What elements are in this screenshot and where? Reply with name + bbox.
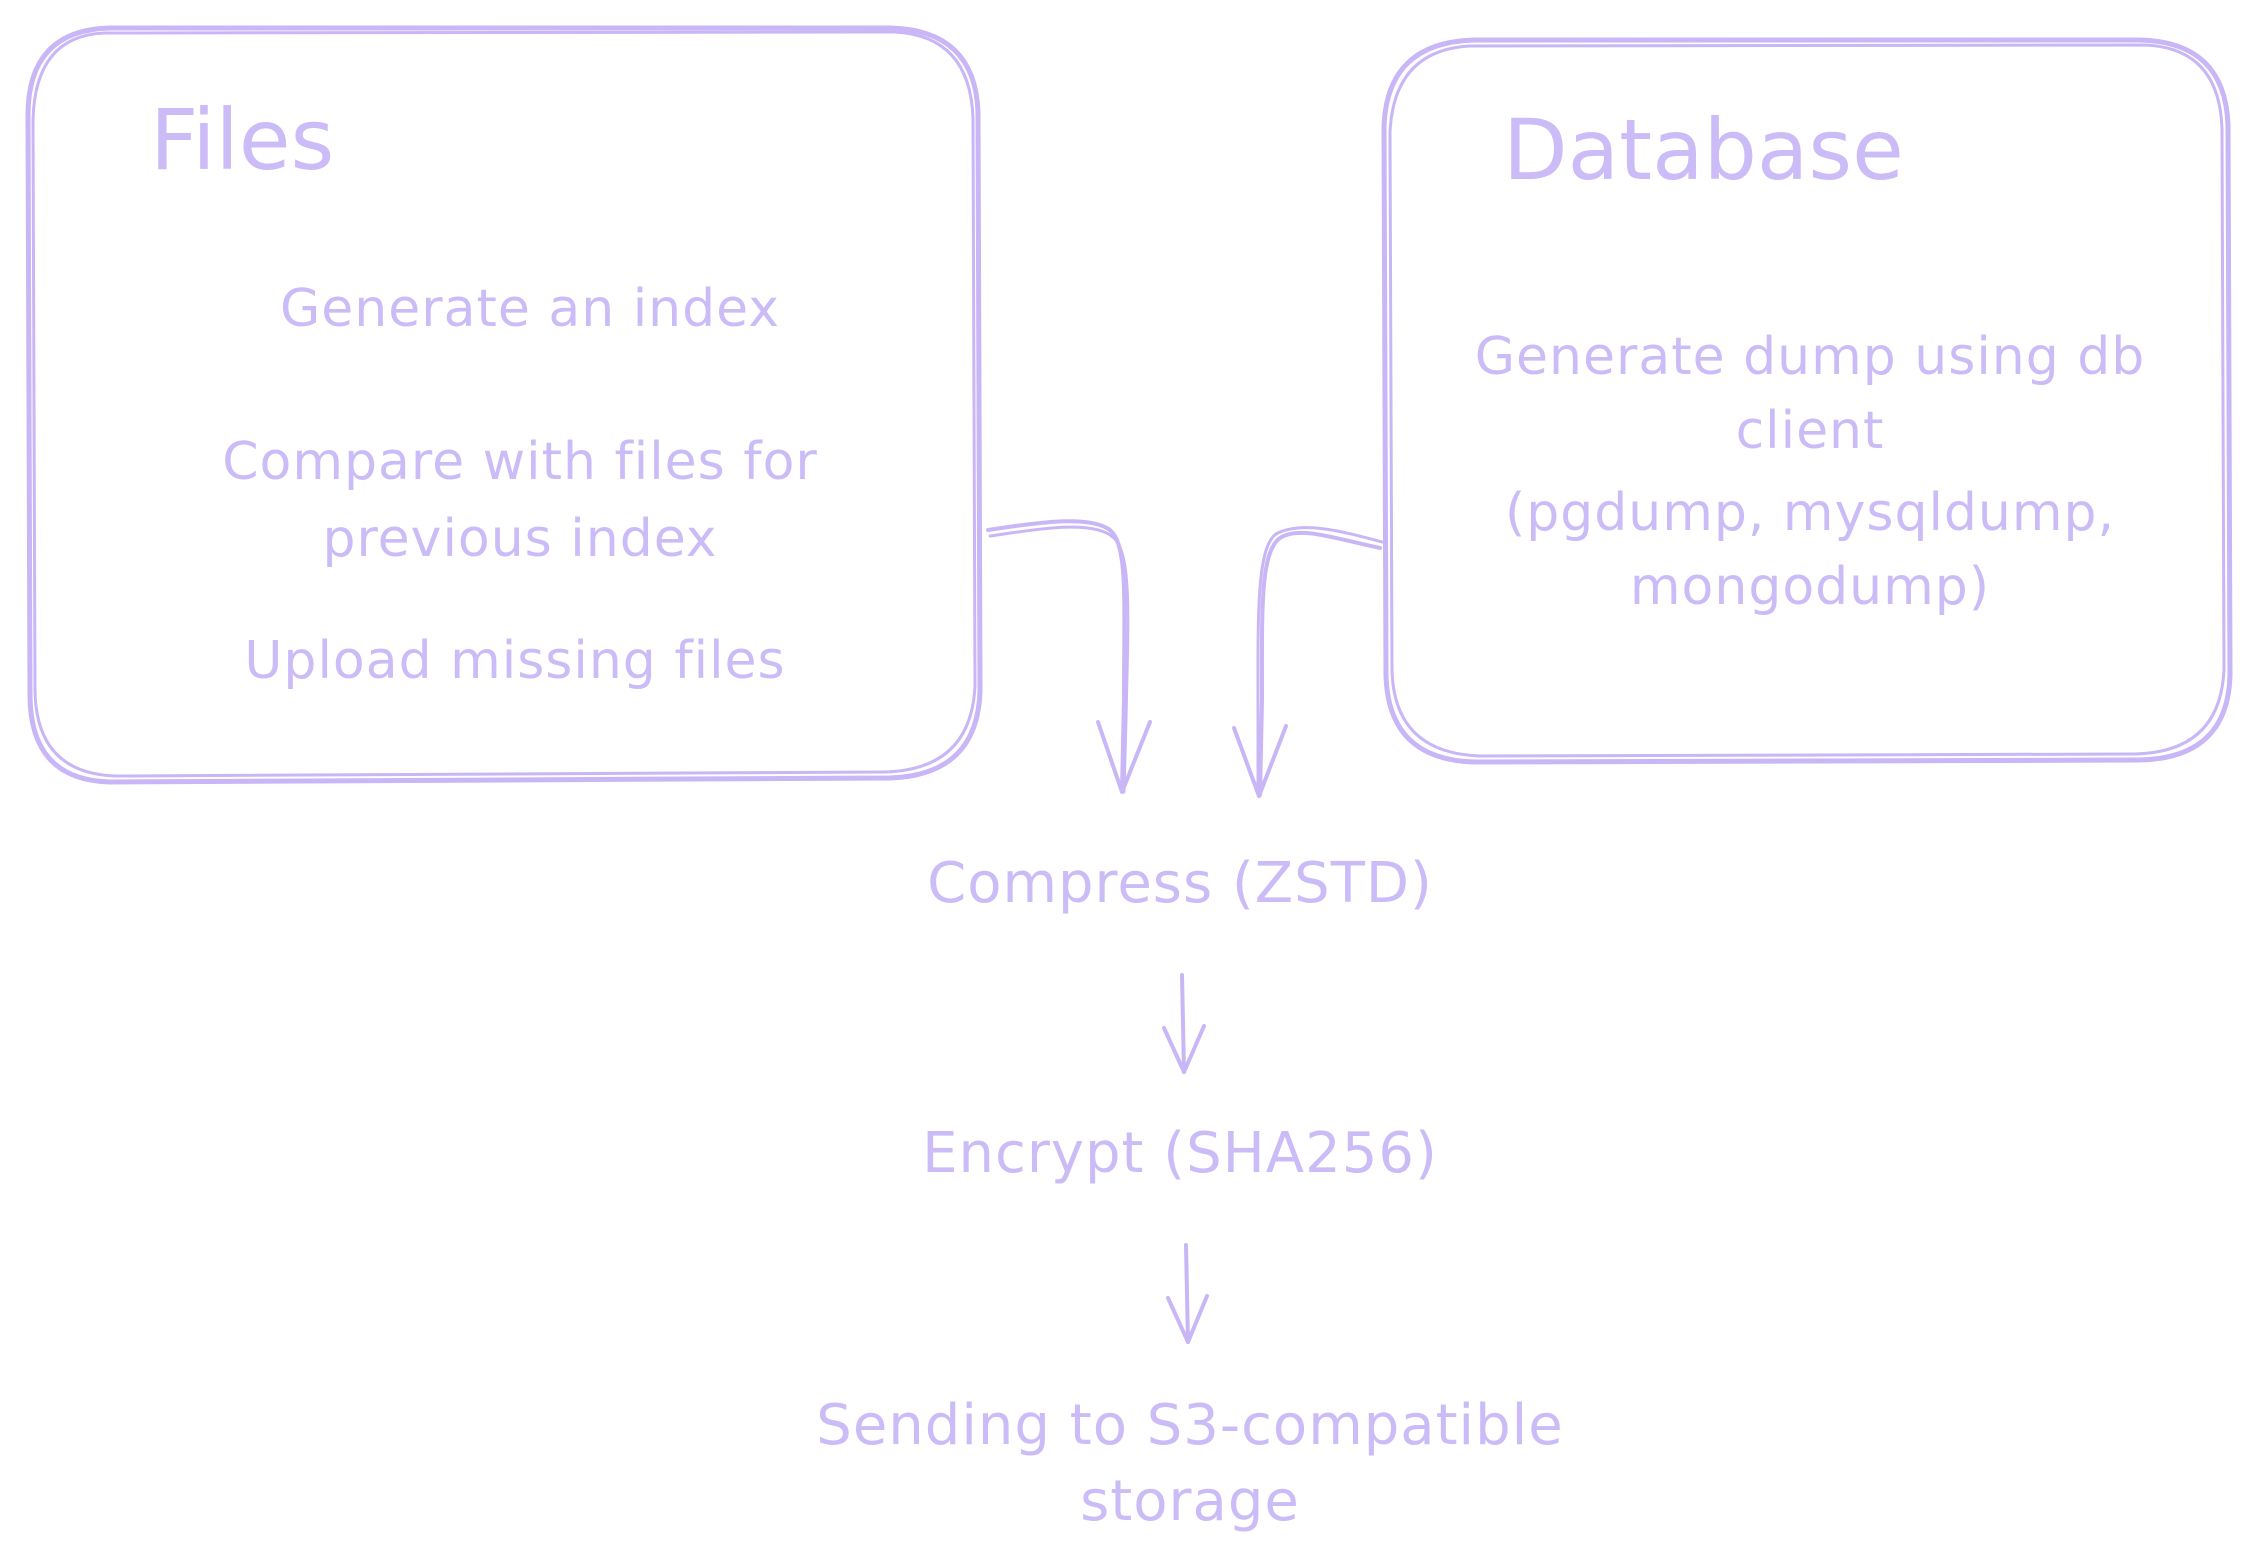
encrypt-step: Encrypt (SHA256) bbox=[922, 1121, 1438, 1186]
database-line-3: (pgdump, mysqldump, bbox=[1504, 483, 2116, 543]
database-line-1: Generate dump using db bbox=[1474, 327, 2146, 387]
files-step-compare-line1: Compare with files for bbox=[222, 432, 818, 492]
database-box bbox=[1381, 37, 2233, 765]
database-line-2: client bbox=[1735, 401, 1885, 461]
files-step-generate-index: Generate an index bbox=[279, 279, 780, 339]
database-line-4: mongodump) bbox=[1629, 557, 1991, 617]
database-to-compress-arrow bbox=[1232, 526, 1384, 798]
compress-step: Compress (ZSTD) bbox=[927, 851, 1433, 916]
encrypt-to-send-arrow bbox=[1166, 1243, 1209, 1344]
compress-to-encrypt-arrow bbox=[1162, 973, 1206, 1074]
database-title: Database bbox=[1503, 101, 1904, 199]
files-to-compress-arrow bbox=[986, 519, 1152, 794]
files-title: Files bbox=[150, 91, 335, 189]
send-step-line1: Sending to S3-compatible bbox=[816, 1393, 1564, 1458]
send-step-line2: storage bbox=[1080, 1469, 1300, 1534]
files-box bbox=[25, 25, 983, 785]
files-step-compare-line2: previous index bbox=[322, 509, 718, 569]
files-step-upload-missing: Upload missing files bbox=[244, 631, 786, 691]
